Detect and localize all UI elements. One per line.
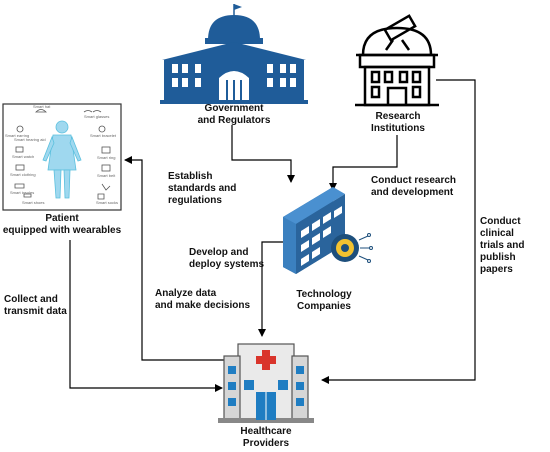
wearable-label: Smart shoes	[22, 200, 45, 205]
wearable-label: Smart hearing aid	[14, 137, 46, 142]
government-label: Government and Regulators	[197, 103, 271, 126]
wearable-label: Smart watch	[12, 154, 35, 159]
edge-label-research-health: Conduct clinical trials and publish pape…	[480, 216, 525, 275]
office-building-icon	[283, 187, 373, 274]
connectors	[69, 79, 476, 392]
observatory-icon	[355, 14, 439, 107]
edge-label-patient-health: Collect and transmit data	[4, 294, 67, 317]
arrow-government-to-technology	[231, 125, 295, 183]
patient-label: Patient equipped with wearables	[2, 213, 122, 236]
wearable-label: Smart earring	[5, 133, 30, 138]
edge-label-gov-tech: Establish standards and regulations	[168, 171, 237, 206]
edge-label-research-tech: Conduct research and development	[371, 175, 457, 198]
wearable-label: Smart insoles	[10, 190, 35, 195]
wearable-label: Smart clothing	[10, 172, 36, 177]
wearable-label: Smart socks	[96, 200, 119, 205]
arrow-research-to-healthcare	[321, 79, 476, 384]
arrow-technology-to-healthcare	[258, 241, 288, 337]
hospital-icon	[218, 343, 314, 423]
government-building-icon	[160, 4, 308, 104]
healthcare-label: Healthcare Providers	[240, 426, 292, 449]
wearable-label: Smart glasses	[84, 114, 110, 119]
arrow-research-to-technology	[329, 135, 398, 191]
research-label: Research Institutions	[371, 111, 425, 134]
technology-label: Technology Companies	[296, 289, 352, 312]
wearable-label: Smart belt	[97, 173, 116, 178]
edge-label-tech-health: Develop and deploy systems	[189, 247, 265, 270]
wearable-label: Smart ring	[97, 155, 116, 160]
gear-icon	[331, 233, 373, 263]
wearable-label: Smart bracelet	[90, 133, 117, 138]
arrow-patient-to-healthcare	[69, 240, 223, 392]
arrow-healthcare-to-patient	[124, 156, 225, 361]
edge-label-health-patient: Analyze data and make decisions	[155, 288, 251, 311]
patient-wearables-icon	[2, 103, 122, 211]
wearable-label: Smart hat	[33, 104, 51, 109]
